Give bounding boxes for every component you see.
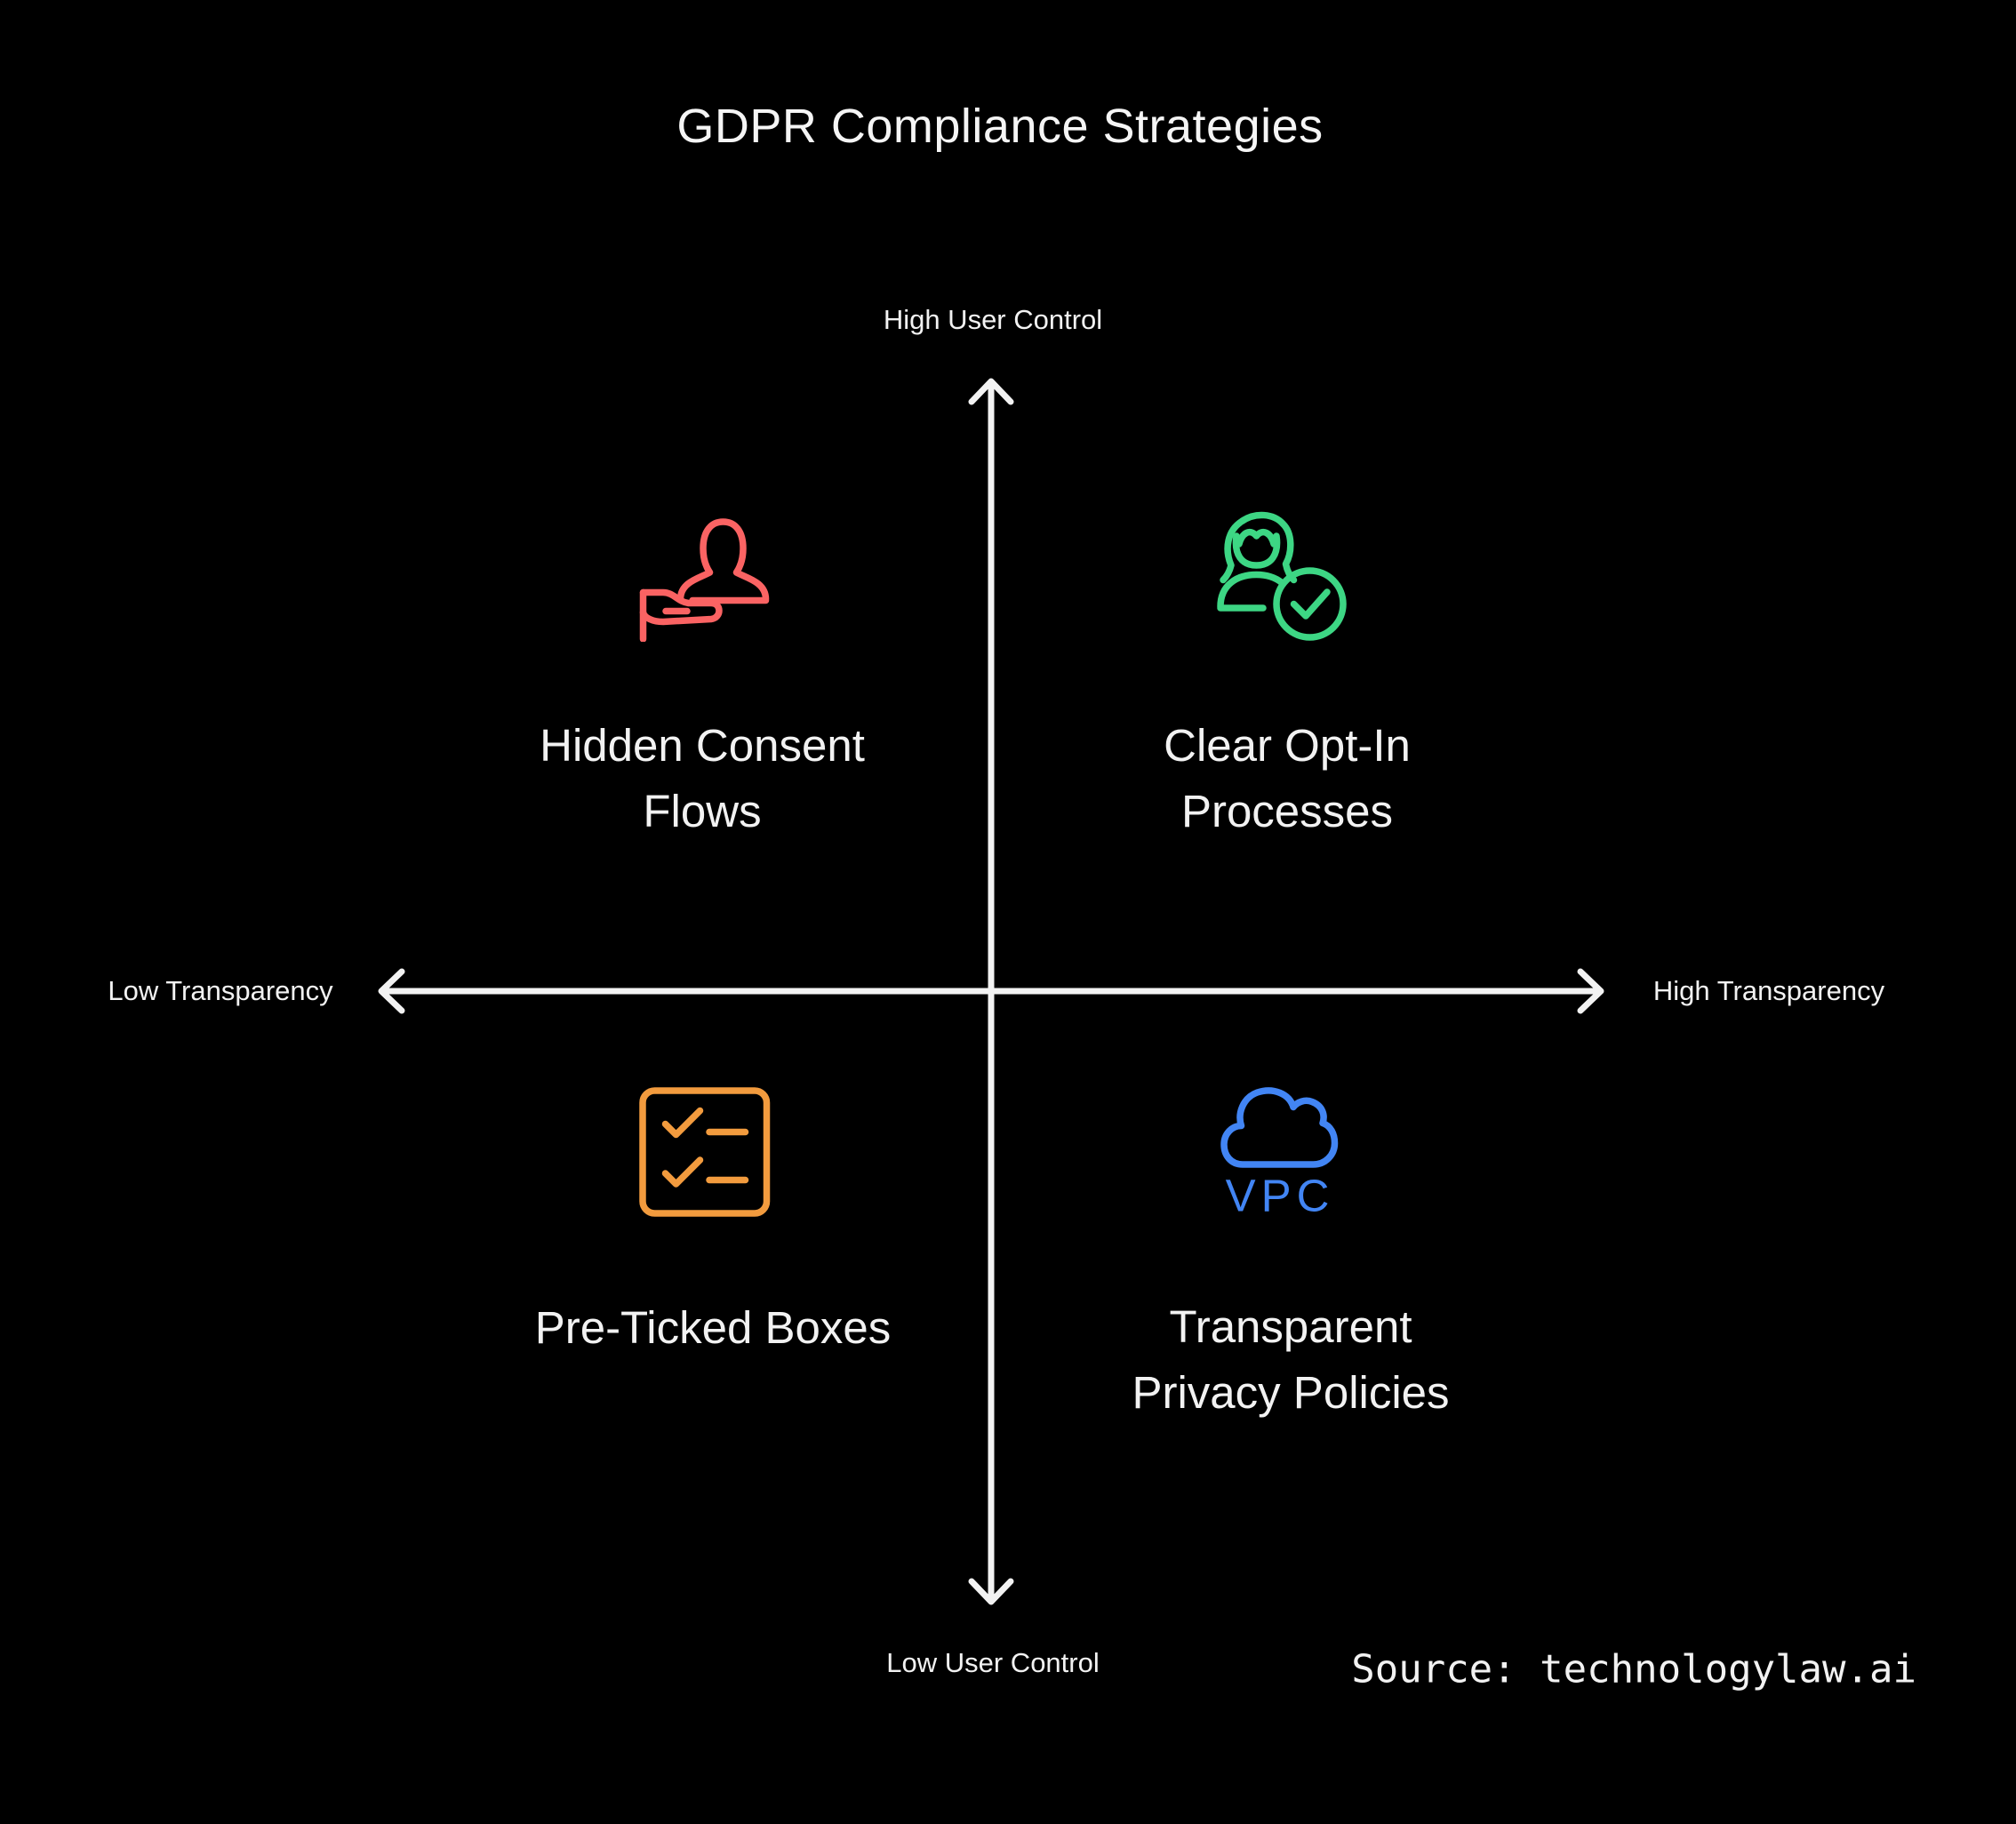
- check-circle: [1273, 567, 1347, 641]
- checklist-icon: [637, 1085, 771, 1219]
- quadrant-label-clear-opt-in-processes: Clear Opt-In Processes: [1164, 713, 1411, 844]
- label-line: Clear Opt-In: [1164, 720, 1411, 771]
- cloud-icon: [1220, 1087, 1339, 1168]
- label-line: Privacy Policies: [1132, 1367, 1450, 1418]
- quadrant-label-pre-ticked-boxes: Pre-Ticked Boxes: [535, 1295, 892, 1361]
- quadrant-label-transparent-privacy-policies: Transparent Privacy Policies: [1132, 1294, 1449, 1426]
- checkmark-icon: [1290, 588, 1331, 620]
- label-line: Processes: [1180, 786, 1394, 836]
- quadrant-label-hidden-consent-flows: Hidden Consent Flows: [540, 713, 865, 844]
- person-verified-check-icon: [1215, 509, 1348, 643]
- arrow-right-icon: [1577, 968, 1604, 1014]
- person-consent-hand-icon: [636, 508, 770, 642]
- label-line: Pre-Ticked Boxes: [534, 1302, 892, 1353]
- axis-label-high-transparency: High Transparency: [1652, 975, 1885, 1006]
- arrow-left-icon: [378, 968, 405, 1014]
- axis-label-low-transparency: Low Transparency: [108, 975, 333, 1006]
- arrow-up-icon: [968, 378, 1014, 405]
- axis-label-high-user-control: High User Control: [883, 304, 1103, 335]
- page-title: GDPR Compliance Strategies: [676, 100, 1324, 153]
- vpc-cloud-icon: VPC: [1213, 1082, 1347, 1215]
- label-line: Hidden Consent: [540, 720, 865, 771]
- axis-label-low-user-control: Low User Control: [886, 1647, 1100, 1678]
- label-line: Transparent: [1169, 1301, 1412, 1352]
- label-line: Flows: [643, 786, 762, 836]
- source-attribution: Source: technologylaw.ai: [1351, 1646, 1916, 1692]
- vpc-label: VPC: [1226, 1171, 1335, 1216]
- arrow-down-icon: [968, 1578, 1014, 1605]
